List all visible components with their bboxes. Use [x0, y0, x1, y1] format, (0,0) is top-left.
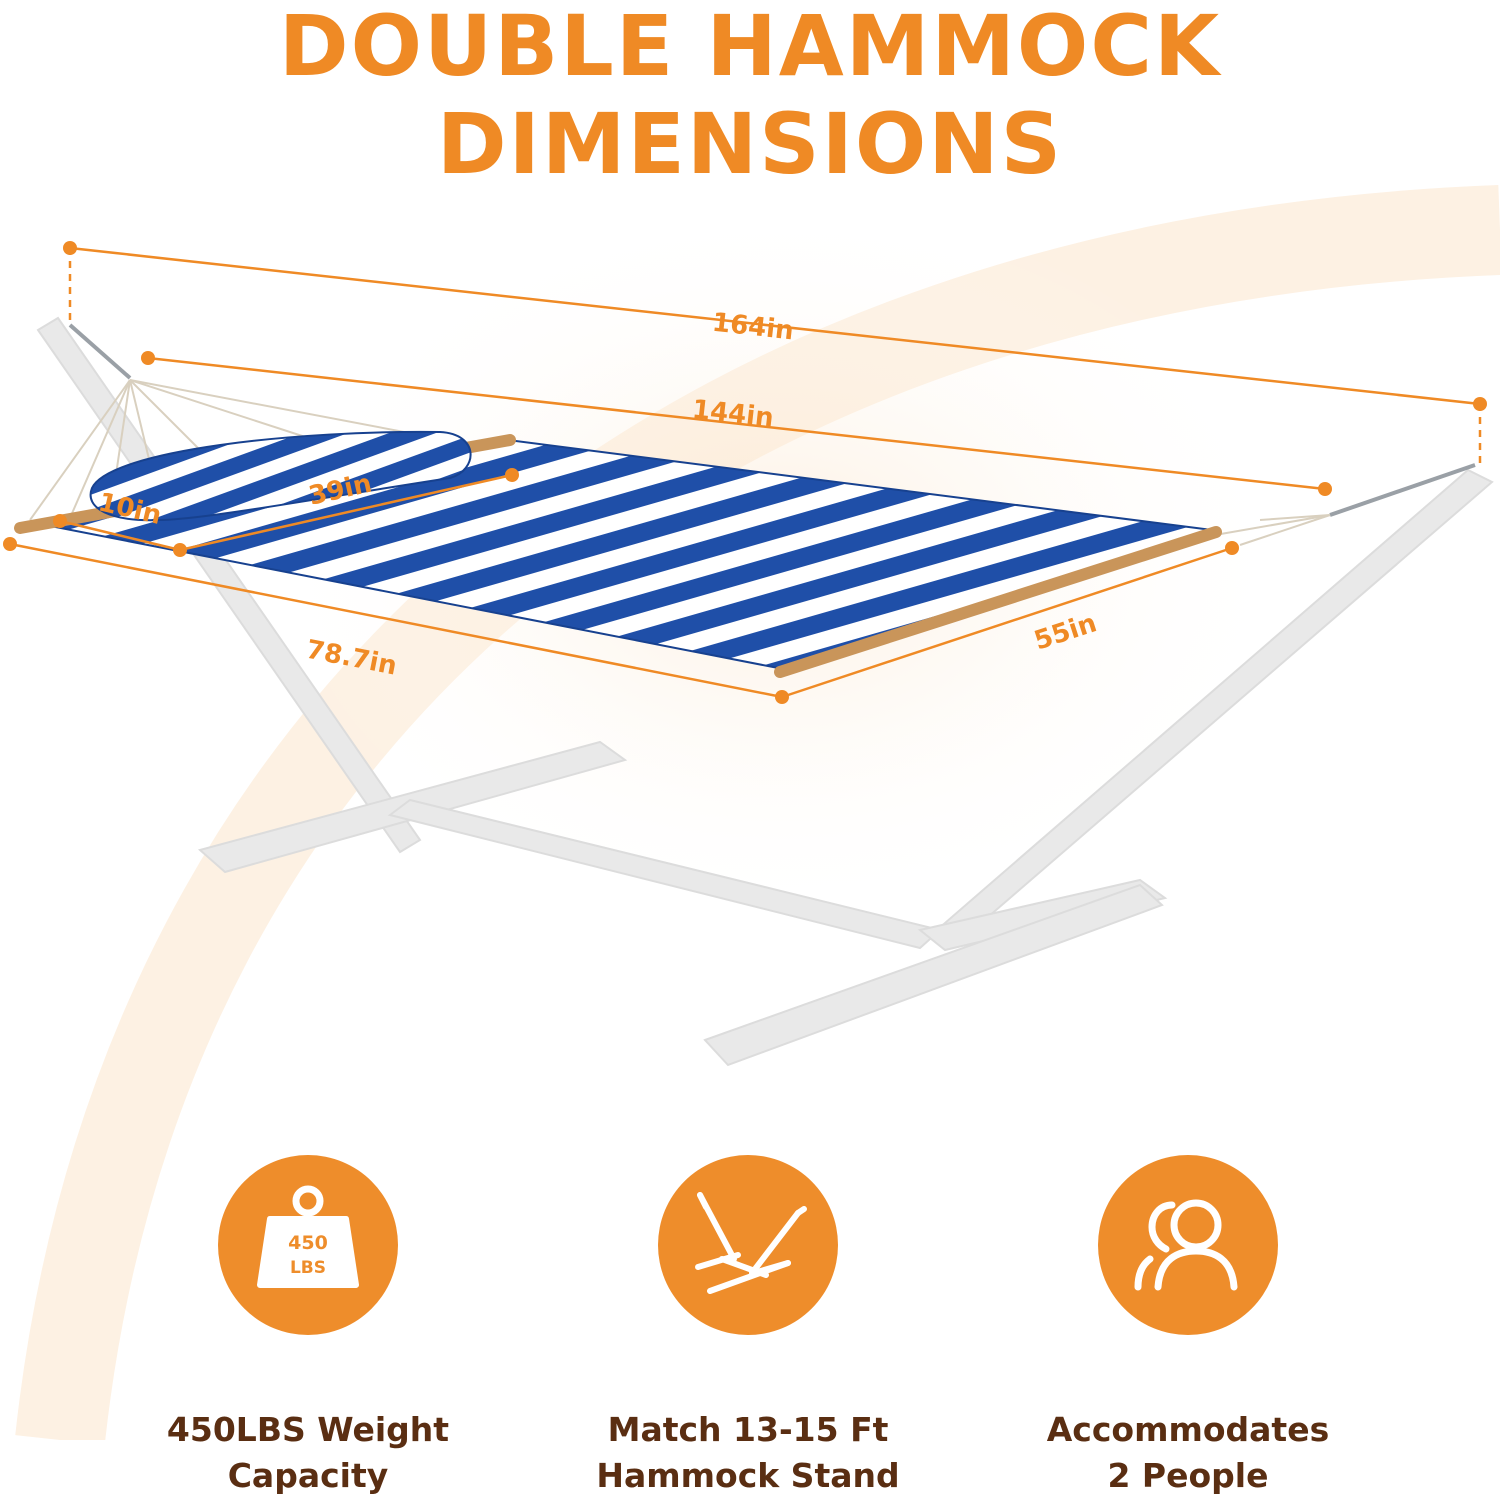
feature-icon-badge: 450 LBS [218, 1155, 398, 1335]
weight-icon-unit: LBS [290, 1258, 326, 1278]
feature-icon-badge [1098, 1155, 1278, 1335]
hammock-stand [36, 316, 1494, 1067]
feature-weight-capacity: 450 LBS 450LBS Weight Capacity [98, 1155, 518, 1499]
feature-label-line-1: 450LBS Weight [166, 1410, 450, 1449]
weight-icon-number: 450 [288, 1232, 328, 1254]
feature-label: Accommodates 2 People [978, 1407, 1398, 1499]
hammock-stand-icon [695, 1192, 807, 1294]
hammock-pillow [89, 430, 472, 522]
page-title-line-2: DIMENSIONS [436, 95, 1064, 193]
feature-label-line-2: Capacity [227, 1456, 389, 1495]
feature-capacity-people: Accommodates 2 People [978, 1155, 1398, 1499]
feature-label-line-1: Match 13-15 Ft [607, 1410, 889, 1449]
feature-stand-compatibility: Match 13-15 Ft Hammock Stand [538, 1155, 958, 1499]
dimension-lines [9, 246, 1482, 699]
page-title-line-1: DOUBLE HAMMOCK [278, 0, 1222, 95]
feature-label-line-2: Hammock Stand [596, 1456, 900, 1495]
dimension-endpoints [3, 241, 1487, 704]
feature-icon-badge [658, 1155, 838, 1335]
weight-icon: 450 LBS [257, 1185, 359, 1288]
people-icon [1134, 1199, 1238, 1291]
feature-label-line-2: 2 People [1107, 1456, 1269, 1495]
feature-label: 450LBS Weight Capacity [98, 1407, 518, 1499]
feature-label-line-1: Accommodates [1046, 1410, 1330, 1449]
feature-label: Match 13-15 Ft Hammock Stand [538, 1407, 958, 1499]
hammock-chains [68, 323, 1476, 517]
hammock-diagram: 164in 144in 39in 10in 78.7in 55in [3, 185, 1500, 1440]
